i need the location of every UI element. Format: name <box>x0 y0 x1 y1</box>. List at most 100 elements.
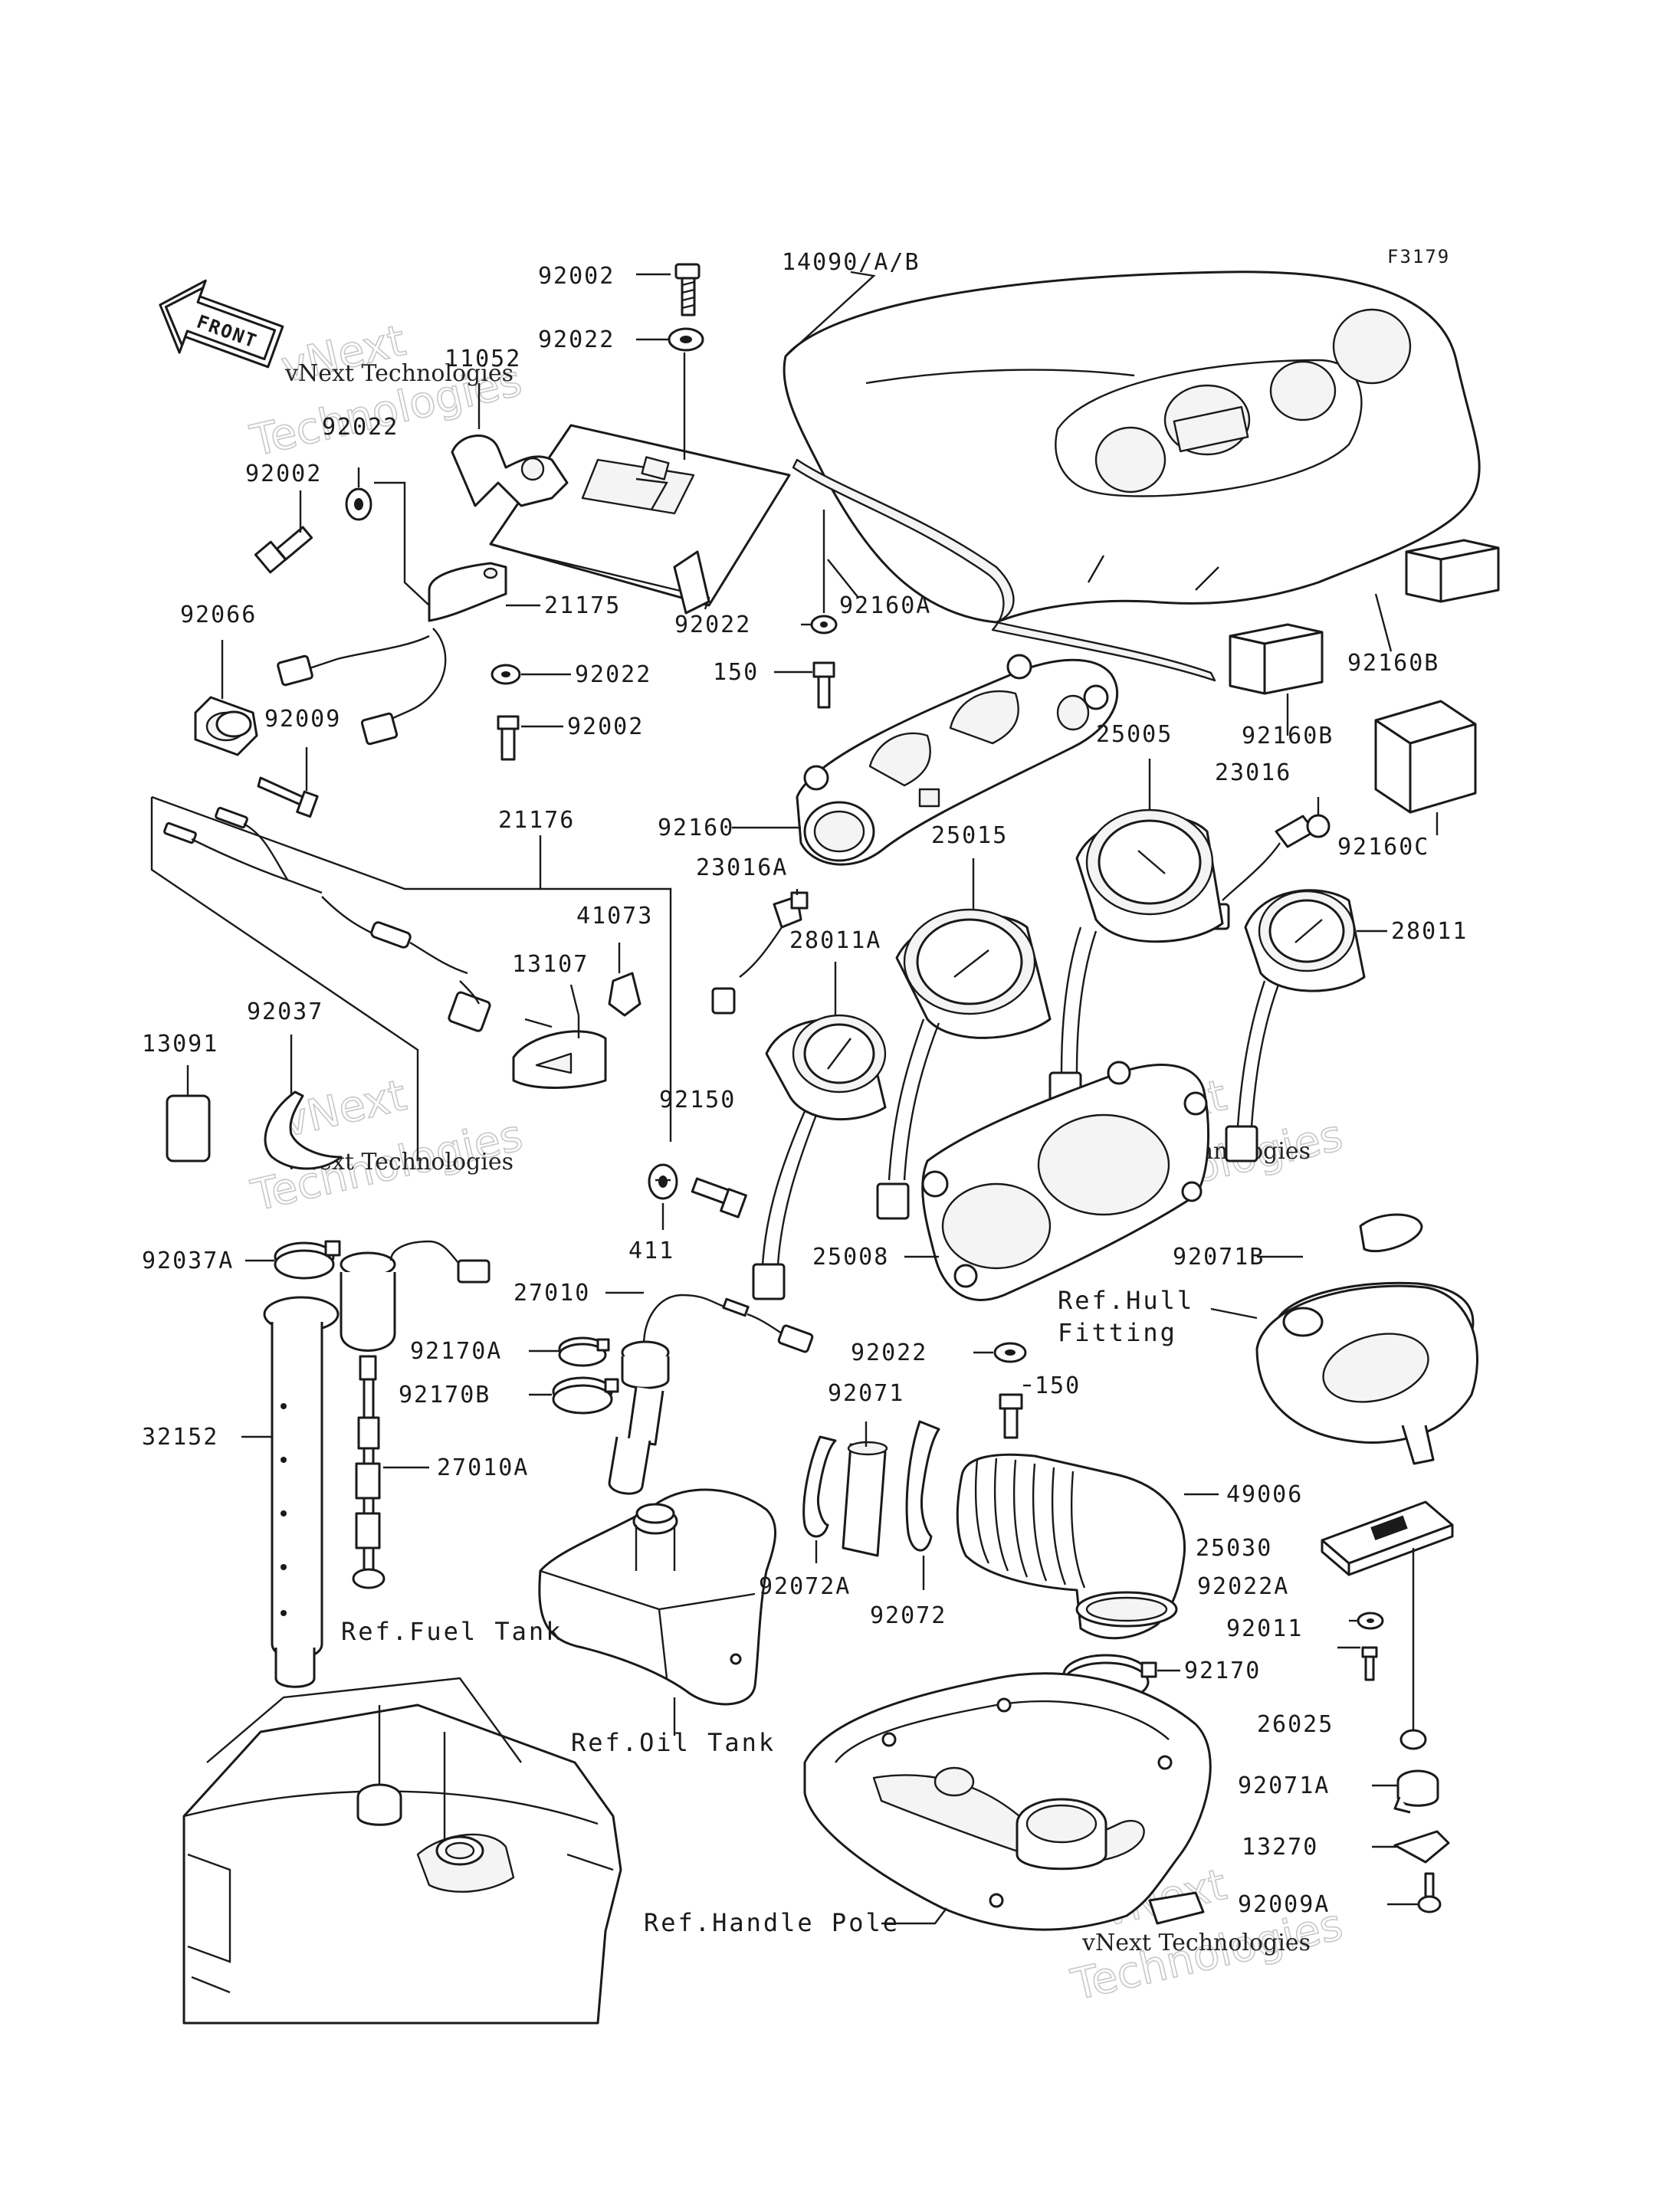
label-92009A: 92009A <box>1238 1891 1330 1918</box>
label-92002-top: 92002 <box>538 263 615 290</box>
label-13107: 13107 <box>512 951 589 978</box>
gasket-plate <box>921 1061 1210 1301</box>
label-25005: 25005 <box>1096 721 1173 748</box>
grommet-92066 <box>194 696 258 756</box>
watermark-text-top-left: vNext Technologies <box>284 360 514 387</box>
bolt-92150 <box>691 1177 747 1218</box>
bolt-150-low <box>999 1393 1023 1439</box>
front-arrow-icon: FRONT <box>159 279 284 369</box>
label-27010: 27010 <box>514 1280 590 1307</box>
band-92072 <box>905 1420 940 1552</box>
oil-filter-27010 <box>608 1294 814 1495</box>
label-25015: 25015 <box>931 822 1008 849</box>
label-92071: 92071 <box>828 1380 904 1407</box>
washer-hole <box>680 336 692 343</box>
band-92072A <box>802 1435 837 1538</box>
band-92037 <box>264 1090 343 1170</box>
reference-labels: Ref.Hull Fitting Ref.Fuel Tank Ref.Oil T… <box>341 1286 1194 1937</box>
ref-hull-fitting-line2: Fitting <box>1058 1318 1177 1347</box>
label-92002-mid: 92002 <box>567 713 644 740</box>
svg-text:vNext: vNext <box>277 1071 411 1147</box>
label-92002-left: 92002 <box>245 461 322 487</box>
label-92160B-b: 92160B <box>1242 723 1334 749</box>
label-92022A: 92022A <box>1197 1573 1289 1600</box>
label-92160B-a: 92160B <box>1347 650 1439 677</box>
label-32152: 32152 <box>142 1424 218 1451</box>
screw-92002-left <box>254 526 313 574</box>
washer-hole <box>501 671 510 677</box>
figure-code: F3179 <box>1387 246 1450 267</box>
label-21175: 21175 <box>544 592 621 619</box>
display-25030 <box>1321 1500 1454 1576</box>
label-92170A: 92170A <box>410 1338 502 1365</box>
gauge-28011 <box>1225 889 1366 1162</box>
gauge-25015 <box>876 908 1052 1220</box>
oil-tank <box>538 1488 777 1706</box>
label-92022-mid: 92022 <box>575 661 651 688</box>
hull-fitting <box>1255 1213 1478 1465</box>
gauge-28011A <box>752 1014 887 1300</box>
washer-hole <box>1367 1618 1374 1623</box>
cap-26025 <box>1399 1729 1427 1750</box>
label-92160C: 92160C <box>1337 834 1429 861</box>
label-92160: 92160 <box>658 815 734 841</box>
fuel-tank <box>182 1677 622 2025</box>
bracket <box>451 424 791 615</box>
label-92160A: 92160A <box>839 592 931 619</box>
label-92071B: 92071B <box>1173 1244 1265 1271</box>
label-41073: 41073 <box>576 903 653 930</box>
label-26025: 26025 <box>1257 1711 1334 1738</box>
label-49006: 49006 <box>1226 1481 1303 1508</box>
clamp-92170A <box>558 1336 610 1367</box>
label-411: 411 <box>628 1238 674 1264</box>
washer-hole <box>658 1176 668 1188</box>
label-27010A: 27010A <box>437 1454 529 1481</box>
label-92022-c: 92022 <box>674 612 751 638</box>
foam-block-92160B-lower <box>1229 623 1324 695</box>
gasket-strip <box>792 458 1216 682</box>
label-92150: 92150 <box>659 1087 736 1113</box>
label-92066: 92066 <box>180 602 257 628</box>
label-14090: 14090/A/B <box>782 249 920 276</box>
label-25008: 25008 <box>812 1244 889 1271</box>
foam-block-92160C <box>1374 700 1477 814</box>
instrument-cover <box>783 271 1481 624</box>
plug-13091 <box>166 1094 211 1162</box>
screw-92002-mid <box>497 715 520 761</box>
label-92009: 92009 <box>264 706 341 733</box>
ref-fuel-tank: Ref.Fuel Tank <box>341 1617 563 1646</box>
foam-block-92160B-upper <box>1405 539 1500 603</box>
ref-handle-pole: Ref.Handle Pole <box>644 1908 900 1937</box>
bellows-49006 <box>956 1453 1186 1640</box>
label-150-low: 150 <box>1035 1372 1081 1399</box>
label-92170: 92170 <box>1184 1658 1261 1684</box>
screw-92009 <box>257 776 319 818</box>
clamp-92037A <box>274 1240 341 1280</box>
label-13091: 13091 <box>142 1031 218 1058</box>
screw-92002-top <box>674 263 701 316</box>
gauge-25005 <box>1048 808 1224 1109</box>
label-92011: 92011 <box>1226 1615 1303 1642</box>
label-92072A: 92072A <box>759 1573 851 1600</box>
label-23016: 23016 <box>1215 759 1291 786</box>
watermark-text-bottom-right: vNext Technologies <box>1081 1930 1311 1956</box>
leader-lines <box>186 271 1439 1925</box>
clip-41073 <box>608 972 641 1017</box>
label-92037: 92037 <box>247 998 323 1025</box>
knob-92071A <box>1393 1769 1439 1814</box>
label-150-top: 150 <box>713 659 759 686</box>
label-23016A: 23016A <box>696 854 788 881</box>
part-labels: 92002 92022 14090/A/B 11052 92022 92002 … <box>142 249 1466 1918</box>
washer-hole <box>354 498 363 510</box>
label-92022-top: 92022 <box>538 326 615 353</box>
label-92037A: 92037A <box>142 1248 234 1274</box>
ref-hull-fitting-line1: Ref.Hull <box>1058 1286 1194 1315</box>
clamp-92170B <box>552 1376 619 1415</box>
harness-enclosure <box>150 795 672 1161</box>
screw-92011 <box>1361 1646 1378 1681</box>
gauge-housing <box>796 654 1119 866</box>
ignition-coil <box>277 562 507 746</box>
label-28011A: 28011A <box>789 927 881 954</box>
label-25030: 25030 <box>1196 1535 1272 1562</box>
